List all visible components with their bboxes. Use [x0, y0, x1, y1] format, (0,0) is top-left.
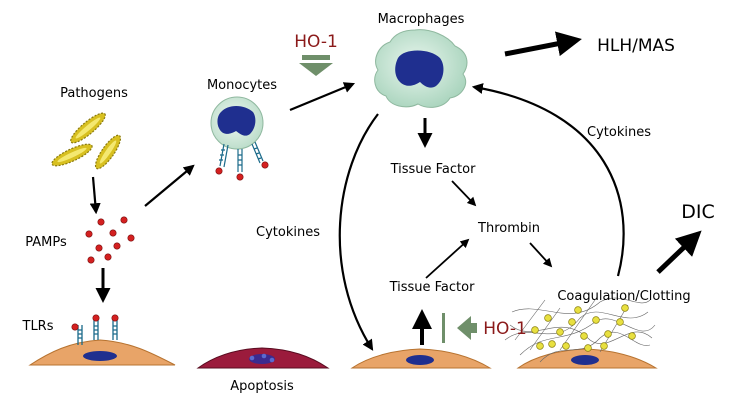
- apoptosis-label: Apoptosis: [230, 379, 294, 394]
- monocyte-icon: [210, 96, 269, 181]
- tlrs-label: TLRs: [22, 319, 54, 334]
- tissue-factor-bottom-label: Tissue Factor: [389, 280, 476, 295]
- apoptotic-cell-icon: [196, 347, 330, 369]
- hlh-mas-label: HLH/MAS: [597, 36, 675, 56]
- cytokines-left-label: Cytokines: [256, 225, 320, 240]
- endothelial-cell-icon: [28, 339, 176, 366]
- ho1-inhibition-arrow-top: [299, 55, 333, 76]
- ho1-label-bottom: HO-1: [483, 319, 527, 339]
- monocytes-label: Monocytes: [207, 78, 277, 93]
- dic-label: DIC: [681, 201, 715, 223]
- fibrin-clot-icon: [504, 297, 658, 369]
- coagulation-label: Coagulation/Clotting: [557, 289, 690, 304]
- cytokines-right-label: Cytokines: [587, 125, 651, 140]
- tissue-factor-top-label: Tissue Factor: [390, 162, 477, 177]
- pathogens-label: Pathogens: [60, 86, 128, 101]
- arrows: [89, 31, 702, 351]
- tlr-receptor-icon: [71, 314, 119, 345]
- pamp-icon: [85, 216, 135, 264]
- ho1-inhibition-arrow-bottom: [442, 313, 477, 343]
- macrophage-icon: [374, 29, 468, 108]
- pamps-label: PAMPs: [25, 235, 67, 250]
- endothelial-cell-icon: [350, 348, 492, 369]
- macrophages-label: Macrophages: [378, 12, 465, 27]
- ho1-label-top: HO-1: [294, 32, 338, 52]
- thrombin-label: Thrombin: [477, 221, 540, 236]
- pathogen-icon: [51, 112, 122, 170]
